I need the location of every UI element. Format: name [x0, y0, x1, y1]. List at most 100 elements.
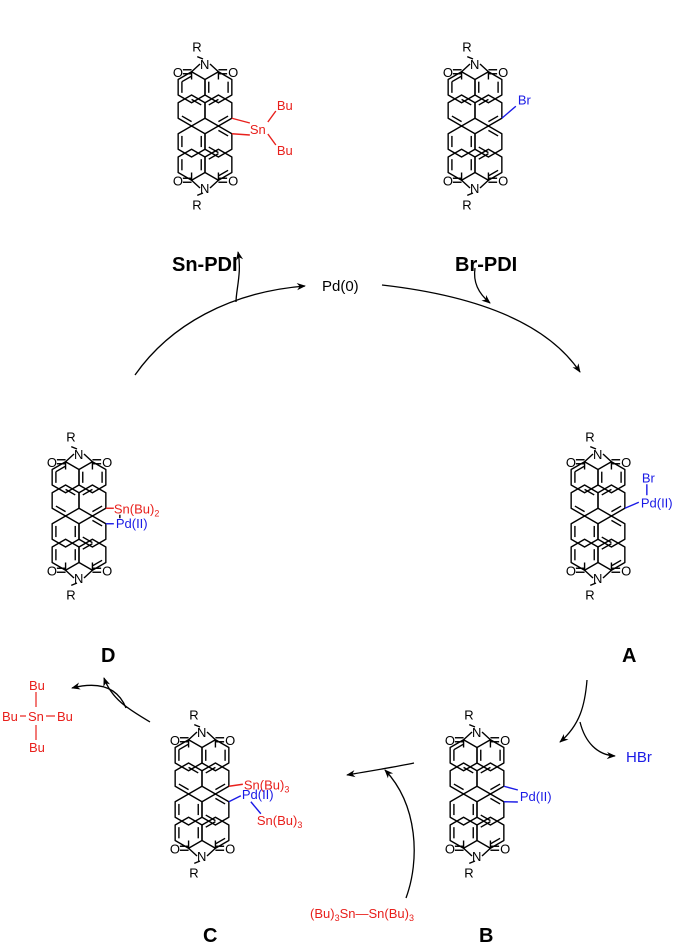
- imide-bond: [481, 731, 491, 741]
- double-bond: [82, 536, 93, 544]
- oxygen-atom: O: [500, 733, 510, 748]
- oxygen-atom: O: [47, 455, 57, 470]
- butyl-bond: [267, 133, 277, 146]
- oxygen-atom: O: [173, 65, 183, 80]
- double-bond: [574, 505, 585, 513]
- double-bond: [461, 98, 472, 106]
- benzene-ring: [476, 793, 505, 826]
- benzene-ring: [474, 148, 503, 181]
- benzene-ring: [597, 515, 626, 548]
- alkyl-bond: [193, 723, 201, 728]
- nitrogen-atom: N: [200, 181, 209, 196]
- imide-bond: [584, 569, 594, 579]
- imide-bond: [83, 453, 93, 463]
- oxygen-atom: O: [225, 733, 235, 748]
- double-bond: [92, 505, 103, 513]
- imide-bond: [584, 453, 594, 463]
- r-group: R: [192, 197, 201, 212]
- compound-a-label: A: [622, 645, 636, 667]
- double-bond: [178, 743, 189, 751]
- double-bond: [478, 146, 489, 154]
- compound-c-label: C: [203, 925, 217, 947]
- imide-bond: [65, 453, 75, 463]
- alkyl-bond: [468, 723, 476, 728]
- butyl-group: Bu: [277, 98, 293, 113]
- double-bond: [82, 542, 93, 550]
- double-bond: [451, 115, 462, 123]
- double-bond: [490, 783, 501, 791]
- dibutyltin-group: Sn(Bu)2: [114, 501, 159, 518]
- palladium-bond: [503, 785, 519, 791]
- hbr-byproduct: HBr: [626, 749, 652, 766]
- aromatic-core: [570, 461, 626, 571]
- r-group: R: [585, 430, 594, 445]
- r-group: R: [192, 40, 201, 55]
- oxygen-atom: O: [102, 455, 112, 470]
- benzene-ring: [78, 538, 107, 571]
- tetrabutyltin-byproduct: Sn Bu Bu Bu Bu: [2, 678, 73, 755]
- imide-bond: [602, 453, 612, 463]
- imide-bond: [479, 63, 489, 73]
- nitrogen-atom: N: [197, 849, 206, 864]
- oxygen-atom: O: [498, 173, 508, 188]
- oxygen-atom: O: [443, 173, 453, 188]
- benzene-ring: [201, 816, 230, 849]
- benzene-ring: [474, 125, 503, 158]
- oxygen-atom: O: [102, 563, 112, 578]
- r-group: R: [66, 587, 75, 602]
- arrow-tetrabutyltin-out: [71, 682, 127, 709]
- double-bond: [55, 465, 66, 473]
- pd0-catalyst-label: Pd(0): [322, 278, 359, 295]
- double-bond: [178, 783, 189, 791]
- imide-bond: [209, 179, 219, 189]
- double-bond: [601, 488, 612, 496]
- imide-groups: [575, 445, 621, 587]
- arrow-c-to-d: [103, 677, 151, 723]
- imide-groups: [452, 55, 498, 197]
- double-bond: [478, 98, 489, 106]
- oxygen-atom: O: [228, 65, 238, 80]
- double-bond: [205, 820, 216, 828]
- tin-bond: [231, 117, 251, 124]
- double-bond: [584, 488, 595, 496]
- double-bond: [488, 169, 499, 177]
- alkyl-bond: [466, 192, 474, 197]
- oxygen-atom: O: [443, 65, 453, 80]
- alkyl-bond: [589, 582, 597, 587]
- double-bond: [215, 837, 226, 845]
- oxygen-atom: O: [500, 841, 510, 856]
- bay-substituents: Sn(Bu)2Pd(II): [105, 501, 159, 531]
- double-bond: [65, 488, 76, 496]
- alkyl-bond: [70, 445, 78, 450]
- double-bond: [215, 783, 226, 791]
- benzene-ring: [597, 538, 626, 571]
- imide-groups: [454, 723, 500, 865]
- double-bond: [574, 465, 585, 473]
- palladium-bond: [624, 501, 640, 509]
- r-group: R: [462, 40, 471, 55]
- palladium-atom: Pd(II): [116, 516, 148, 531]
- imide-bond: [209, 63, 219, 73]
- arrow-hbr-out: [579, 721, 616, 760]
- cycle-arrows: [71, 251, 616, 899]
- butyl-bond: [267, 110, 277, 123]
- double-bond: [453, 743, 464, 751]
- alkyl-bond: [196, 192, 204, 197]
- double-bond: [480, 766, 491, 774]
- double-bond: [601, 536, 612, 544]
- benzene-ring: [476, 816, 505, 849]
- arrow-b-to-c: [346, 762, 415, 778]
- imide-groups: [182, 55, 228, 197]
- tetrabutyltin-bu-bottom: Bu: [29, 740, 45, 755]
- nitrogen-atom: N: [472, 725, 481, 740]
- bay-substituents: Br: [501, 92, 532, 119]
- tributyltin-group: Sn(Bu)3: [257, 813, 302, 830]
- alkyl-bond: [193, 860, 201, 865]
- palladium-atom: Pd(II): [242, 787, 274, 802]
